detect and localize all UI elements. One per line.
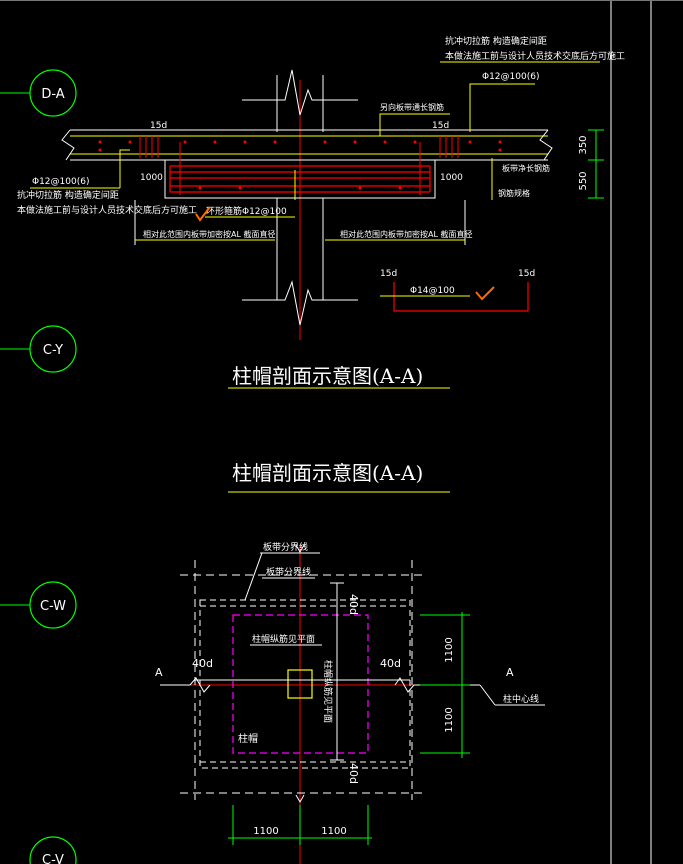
plan-dimension-right: 1100 1100 bbox=[420, 612, 470, 758]
axis-bubble-c-y[interactable]: C-Y bbox=[0, 325, 77, 373]
hook-rebar: Φ14@100 bbox=[410, 286, 455, 296]
column-outline bbox=[287, 669, 313, 699]
axis-bubble-c-v[interactable]: C-V bbox=[29, 836, 77, 864]
label-rebar-cap: 环形箍筋Φ12@100 bbox=[206, 205, 287, 217]
axis-label-d-a: D-A bbox=[41, 87, 64, 102]
section-title-2: 柱帽剖面示意图(A-A) bbox=[232, 461, 423, 485]
span-labels: 相对此范围内板带加密按AL 截面直径 相对此范围内板带加密按AL 截面直径 bbox=[134, 200, 472, 245]
axis-label-c-y: C-Y bbox=[43, 343, 63, 358]
section-title-1: 柱帽剖面示意图(A-A) bbox=[232, 364, 423, 388]
axis-bubble-d-a[interactable]: D-A bbox=[0, 69, 77, 117]
plan-view[interactable]: 板带分界线 板带分界线 40d 40d 40d 40d 柱帽纵筋见平面 柱帽纵筋… bbox=[155, 541, 545, 864]
hook-15d-left: 15d bbox=[380, 269, 397, 279]
hook-detail: 15d 15d Φ14@100 bbox=[380, 269, 535, 312]
note-top-1: 抗冲切拉筋 构造确定间距 bbox=[445, 35, 547, 47]
cap-outline bbox=[232, 614, 369, 754]
dim-550: 550 bbox=[578, 171, 589, 190]
label-15d-right: 15d bbox=[432, 121, 449, 131]
left-note-block: Φ12@100(6) 抗冲切拉筋 构造确定间距 本做法施工前与设计人员技术交底后… bbox=[17, 149, 197, 216]
note-top-2: 本做法施工前与设计人员技术交底后方可施工 bbox=[445, 50, 625, 62]
label-cap-vertical: 柱帽纵筋见平面 bbox=[322, 660, 334, 723]
slab-outline bbox=[61, 129, 553, 161]
section-view[interactable]: 抗冲切拉筋 构造确定间距 本做法施工前与设计人员技术交底后方可施工 Φ12@10… bbox=[17, 35, 625, 493]
dim-1100-right-top: 1100 bbox=[444, 637, 455, 662]
lower-column bbox=[242, 198, 358, 326]
rebar-dots bbox=[98, 140, 502, 190]
label-band-line-1: 板带分界线 bbox=[263, 541, 308, 553]
hook-15d-right: 15d bbox=[518, 269, 535, 279]
label-1000-left: 1000 bbox=[140, 173, 163, 183]
label-15d-left: 15d bbox=[150, 121, 167, 131]
label-40d-bottom: 40d bbox=[347, 763, 360, 784]
label-cap-plane: 柱帽纵筋见平面 bbox=[252, 633, 315, 645]
label-1000-right: 1000 bbox=[440, 173, 463, 183]
label-band-line-2: 板带分界线 bbox=[266, 566, 311, 578]
check-mark-icon bbox=[195, 206, 211, 222]
section-dimension-right: 350 550 板带净长钢筋 钢筋规格 bbox=[491, 129, 604, 200]
label-a-left: A bbox=[155, 666, 163, 679]
label-cap: 柱帽 bbox=[238, 732, 258, 745]
dim-1100-bottom-right: 1100 bbox=[321, 826, 346, 837]
note-left-1: 抗冲切拉筋 构造确定间距 bbox=[17, 189, 119, 201]
plan-dimension-bottom: 1100 1100 bbox=[228, 805, 372, 845]
label-span-right: 相对此范围内板带加密按AL 截面直径 bbox=[340, 229, 472, 239]
upper-column bbox=[242, 69, 358, 132]
label-40d-left: 40d bbox=[192, 657, 213, 670]
note-left-rebar: Φ12@100(6) bbox=[32, 177, 89, 187]
dim-1100-bottom-left: 1100 bbox=[253, 826, 278, 837]
label-slab-band: 钢筋规格 bbox=[498, 188, 530, 198]
label-center-line: 柱中心线 bbox=[503, 693, 539, 705]
label-a-right: A bbox=[506, 666, 514, 679]
axis-bubble-c-w[interactable]: C-W bbox=[0, 581, 77, 629]
axis-label-c-w: C-W bbox=[40, 599, 66, 614]
check-mark-icon bbox=[475, 286, 495, 301]
axis-label-c-v: C-V bbox=[42, 853, 64, 864]
column-cap bbox=[164, 142, 436, 200]
label-slab-bottom: 板带净长钢筋 bbox=[502, 163, 550, 173]
label-40d-right: 40d bbox=[380, 657, 401, 670]
dim-350: 350 bbox=[578, 135, 589, 154]
plan-40d-lines bbox=[195, 582, 410, 761]
label-slab-top: 另向板带通长钢筋 bbox=[380, 102, 444, 112]
note-top-rebar: Φ12@100(6) bbox=[482, 72, 539, 82]
note-left-2: 本做法施工前与设计人员技术交底后方可施工 bbox=[17, 204, 197, 216]
label-span-left: 相对此范围内板带加密按AL 截面直径 bbox=[143, 229, 275, 239]
label-40d-top: 40d bbox=[347, 594, 360, 615]
dim-1100-right-bottom: 1100 bbox=[444, 707, 455, 732]
top-note-block: 抗冲切拉筋 构造确定间距 本做法施工前与设计人员技术交底后方可施工 Φ12@10… bbox=[150, 35, 625, 136]
section-titles: 柱帽剖面示意图(A-A) 柱帽剖面示意图(A-A) bbox=[228, 364, 450, 493]
punching-shear-stirrups bbox=[139, 136, 459, 158]
